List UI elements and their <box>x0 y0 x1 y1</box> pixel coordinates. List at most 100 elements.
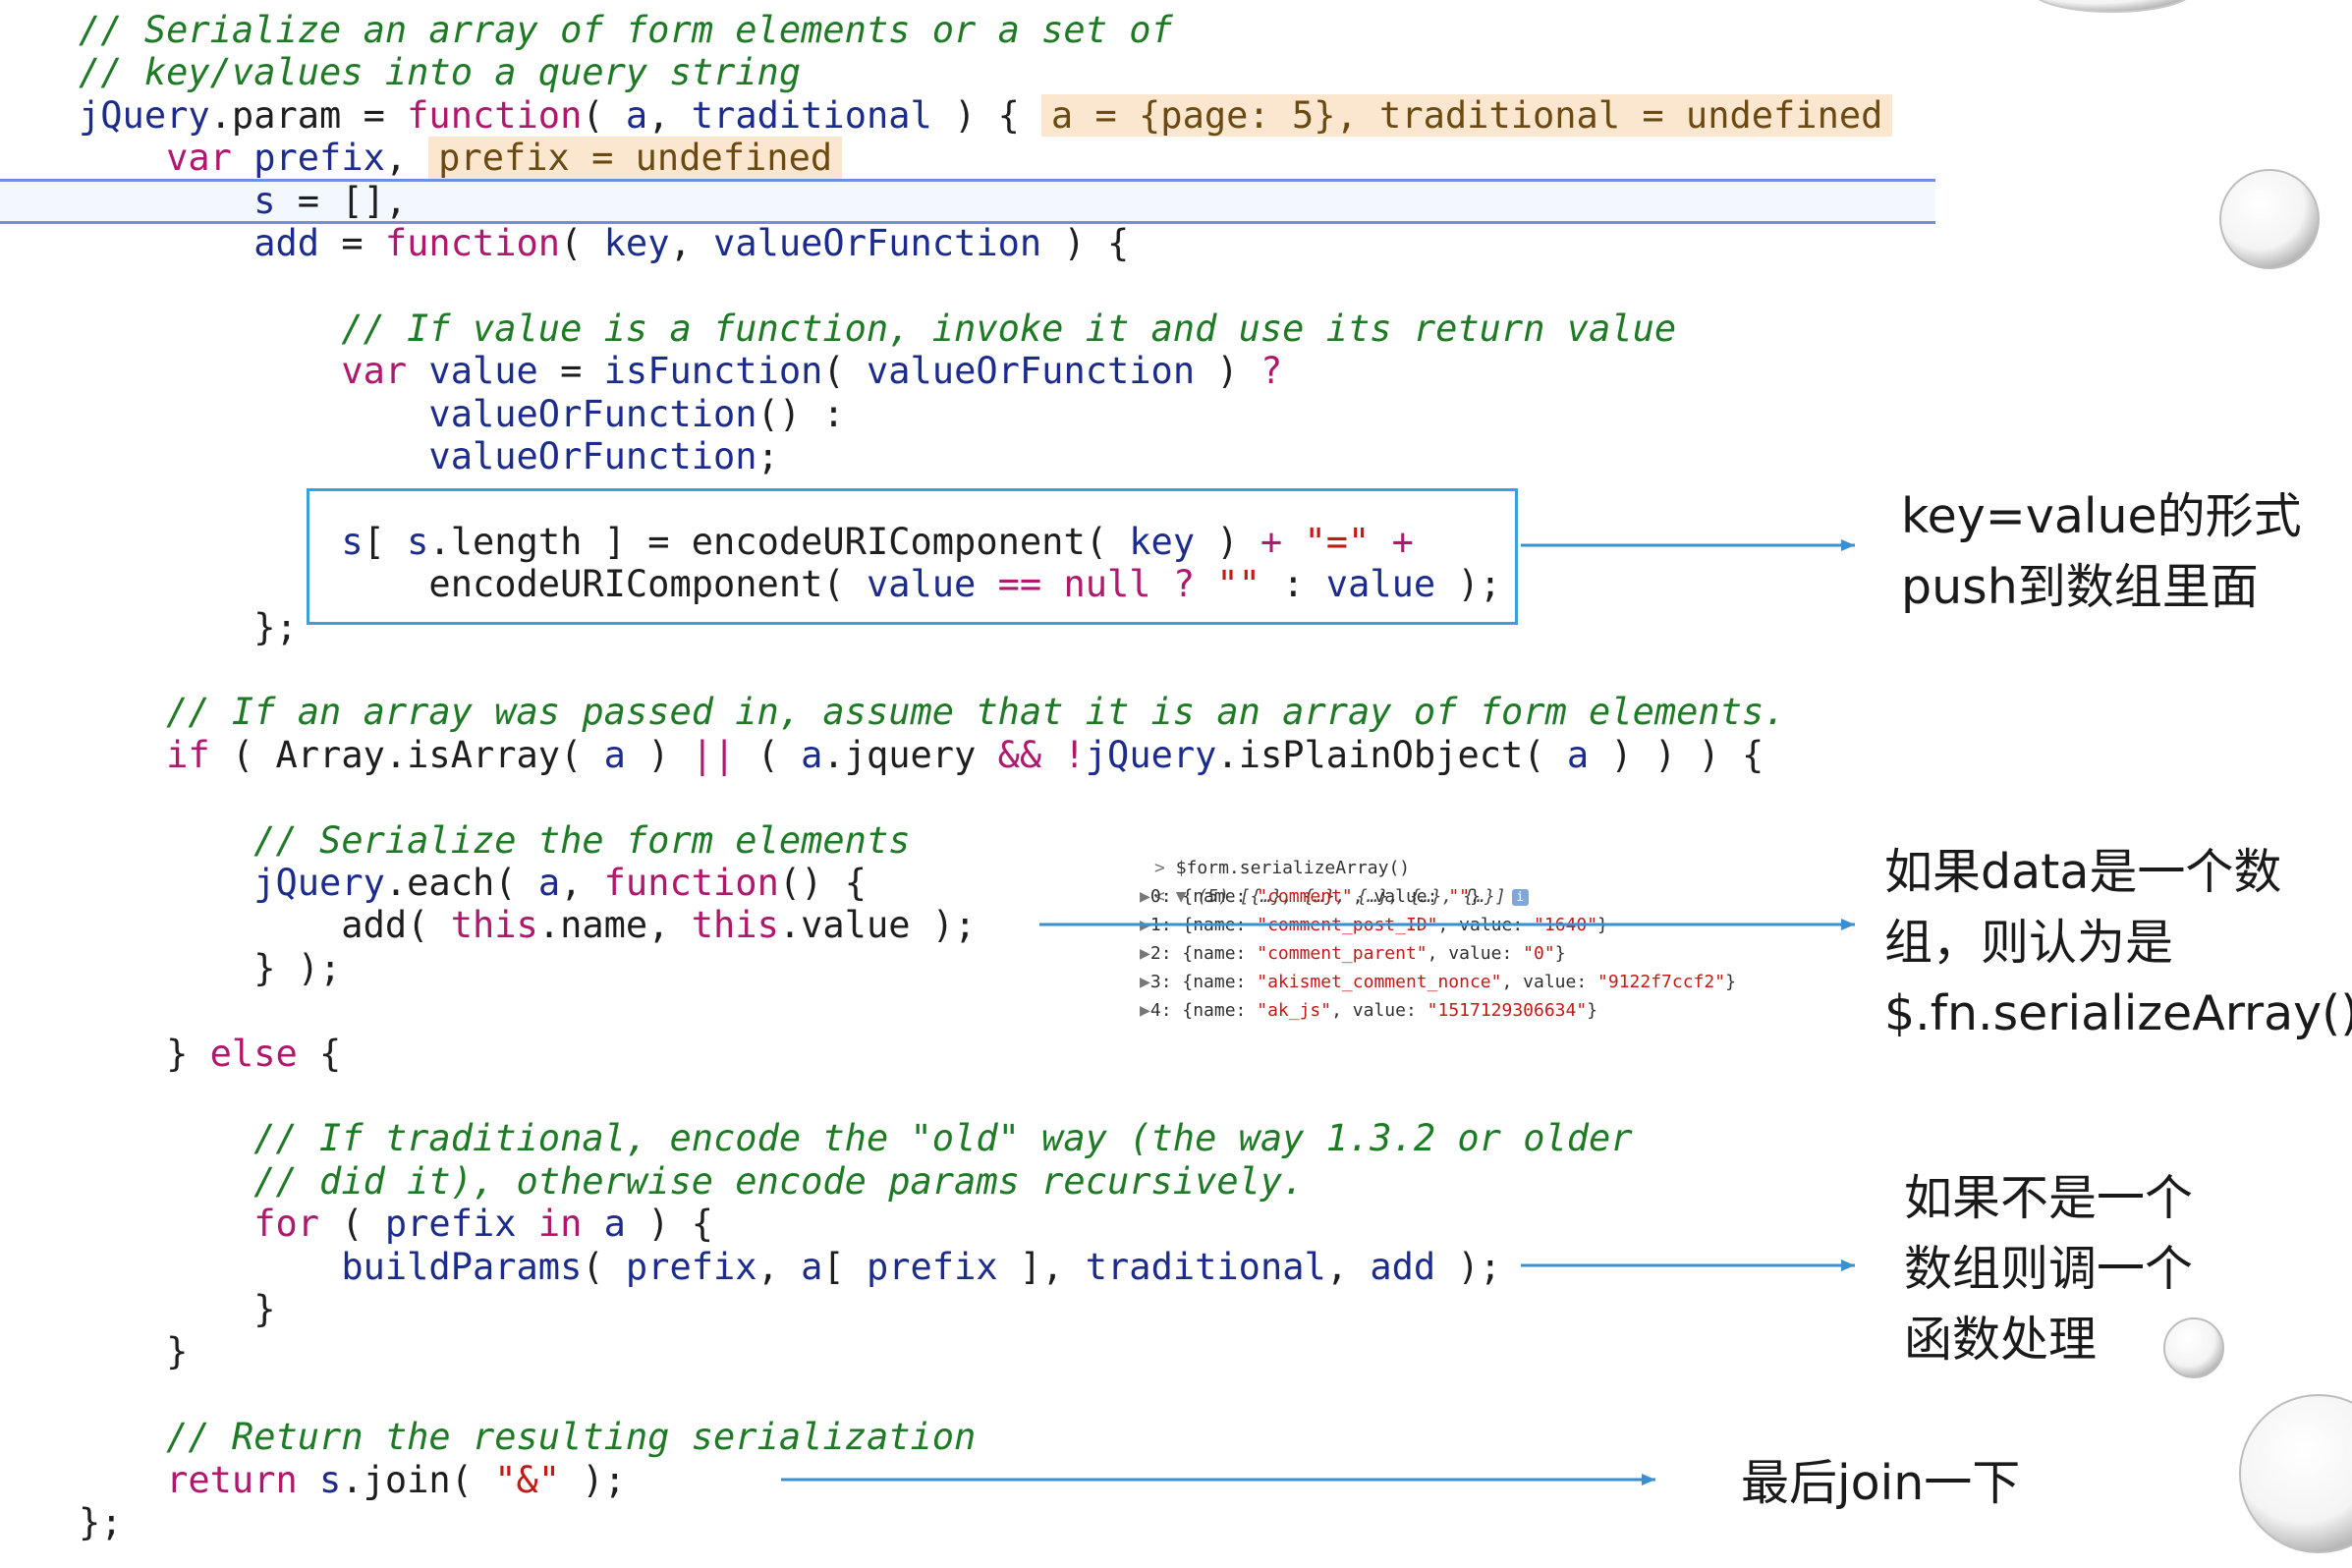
code-token: prefix <box>625 1245 757 1288</box>
code-token: a <box>603 733 626 776</box>
code-line: }; <box>79 606 298 649</box>
entry-index: 2 <box>1149 943 1161 964</box>
expand-triangle-icon[interactable]: ▶ <box>1140 972 1150 992</box>
code-token: "" <box>1216 563 1260 606</box>
inline-value-hint: prefix = undefined <box>428 137 843 180</box>
code-token: function <box>603 862 779 904</box>
code-token: ); <box>1435 563 1502 606</box>
code-line: // If traditional, encode the "old" way … <box>79 1117 1632 1160</box>
expand-triangle-icon[interactable]: ▶ <box>1140 886 1150 907</box>
code-token: ) <box>1195 350 1260 393</box>
console-entry[interactable]: ▶3: {name: "akismet_comment_nonce", valu… <box>1140 972 1736 992</box>
code-token: && <box>997 733 1042 776</box>
code-line: jQuery.each( a, function() { <box>79 862 867 905</box>
code-token: buildParams <box>341 1245 583 1288</box>
code-token: else <box>209 1032 298 1075</box>
code-token: + <box>1391 520 1414 563</box>
expand-triangle-icon[interactable]: ▶ <box>1140 943 1150 964</box>
expand-triangle-icon[interactable]: ▶ <box>1140 1000 1150 1021</box>
code-token: // Serialize an array of form elements o… <box>79 9 1173 51</box>
code-token: ( <box>582 1245 626 1288</box>
note-line: key=value的形式 <box>1901 488 2302 544</box>
note-line: 如果不是一个 <box>1904 1170 2194 1226</box>
code-token: add <box>253 222 320 264</box>
code-token: a <box>625 93 648 137</box>
code-token: // key/values into a query string <box>79 51 802 94</box>
code-line: if ( Array.isArray( a ) || ( a.jquery &&… <box>79 734 1764 777</box>
bubble <box>2163 1317 2224 1378</box>
code-token: .length ] = encodeURIComponent( <box>428 520 1130 563</box>
code-line: var prefix,prefix = undefined <box>79 137 843 180</box>
code-line: } <box>79 1330 188 1373</box>
push-code-highlight-box <box>307 488 1518 625</box>
note-line: push到数组里面 <box>1901 559 2259 615</box>
console-result-summary: (5) [{…}, {…}, {…}, {…}, {…}] <box>1197 886 1506 907</box>
console-entry[interactable]: ▶2: {name: "comment_parent", value: "0"} <box>1140 943 1566 964</box>
devtools-console-snippet: > $form.serializeArray() < ▼ (5) [{…}, {… <box>1091 825 1837 1046</box>
inline-value-hint: a = {page: 5}, traditional = undefined <box>1040 93 1893 137</box>
code-token: // If value is a function, invoke it and… <box>341 307 1677 350</box>
code-token: .name, <box>537 904 692 947</box>
code-line: valueOrFunction() : <box>79 392 844 436</box>
code-token: , <box>560 862 604 904</box>
note-line: 组，则认为是 <box>1884 915 2174 971</box>
code-token: encodeURIComponent( <box>79 563 867 606</box>
code-token: a <box>801 1245 823 1288</box>
code-token: function <box>384 222 561 264</box>
decorative-bubbles <box>2038 0 2352 1553</box>
console-entry[interactable]: ▶4: {name: "ak_js", value: "151712930663… <box>1140 1000 1598 1021</box>
code-token: a <box>801 733 823 776</box>
code-token: traditional <box>691 93 932 137</box>
code-token: valueOrFunction <box>713 222 1042 264</box>
code-token: } <box>79 1288 276 1330</box>
code-line: }; <box>79 1501 123 1544</box>
code-token: value <box>428 350 538 393</box>
note-line: 数组则调一个 <box>1904 1241 2194 1297</box>
code-token: s <box>407 520 429 563</box>
console-result-line: < ▼ (5) [{…}, {…}, {…}, {…}, {…}]i <box>1091 854 1529 907</box>
entry-index: 3 <box>1149 972 1161 992</box>
code-token: .param = <box>209 93 408 137</box>
code-token: jQuery <box>253 862 385 904</box>
code-token: var <box>166 137 232 180</box>
code-token: () { <box>778 862 867 904</box>
note-line: $.fn.serializeArray() <box>1884 985 2352 1041</box>
entry-name: "akismet_comment_nonce" <box>1257 972 1502 992</box>
code-token: ( <box>560 222 604 264</box>
code-line: valueOrFunction; <box>79 435 779 478</box>
code-token: .isPlainObject( <box>1216 733 1567 776</box>
code-token: ( <box>735 733 802 776</box>
code-token: s <box>319 1458 342 1501</box>
code-line: var value = isFunction( valueOrFunction … <box>79 350 1282 393</box>
code-line: } else { <box>79 1033 341 1076</box>
code-token: traditional <box>1085 1245 1326 1288</box>
code-token: .jquery <box>822 733 998 776</box>
code-token: prefix <box>866 1245 998 1288</box>
code-token: , <box>384 137 408 180</box>
console-command-line: > $form.serializeArray() <box>1154 858 1411 878</box>
code-line: for ( prefix in a ) { <box>79 1203 713 1246</box>
code-token: this <box>691 904 779 947</box>
entry-index: 0 <box>1149 886 1161 907</box>
console-entry[interactable]: ▶0: {name: "comment", value: ""} <box>1140 886 1481 907</box>
code-token: a <box>1566 733 1590 776</box>
note-key-value-push: key=value的形式 push到数组里面 <box>1901 481 2302 623</box>
entry-name: "comment_parent" <box>1257 943 1428 964</box>
entry-name: "comment" <box>1257 886 1353 907</box>
code-token: if <box>166 733 210 776</box>
code-line: s[ s.length ] = encodeURIComponent( key … <box>79 521 1414 564</box>
code-token: add( <box>79 904 451 947</box>
code-line: // If an array was passed in, assume tha… <box>79 691 1785 734</box>
code-token: { <box>297 1032 342 1075</box>
console-command: $form.serializeArray() <box>1175 858 1411 878</box>
code-line: // If value is a function, invoke it and… <box>79 308 1676 351</box>
bubble <box>2239 1394 2352 1553</box>
note-line: 最后join一下 <box>1741 1455 2021 1511</box>
code-line: // did it), otherwise encode params recu… <box>79 1160 1304 1204</box>
code-token: jQuery <box>79 93 210 137</box>
code-token: ; <box>756 435 779 477</box>
code-line: // Return the resulting serialization <box>79 1416 976 1459</box>
code-token: valueOrFunction <box>428 392 757 435</box>
entry-value: "9122f7ccf2" <box>1597 972 1726 992</box>
